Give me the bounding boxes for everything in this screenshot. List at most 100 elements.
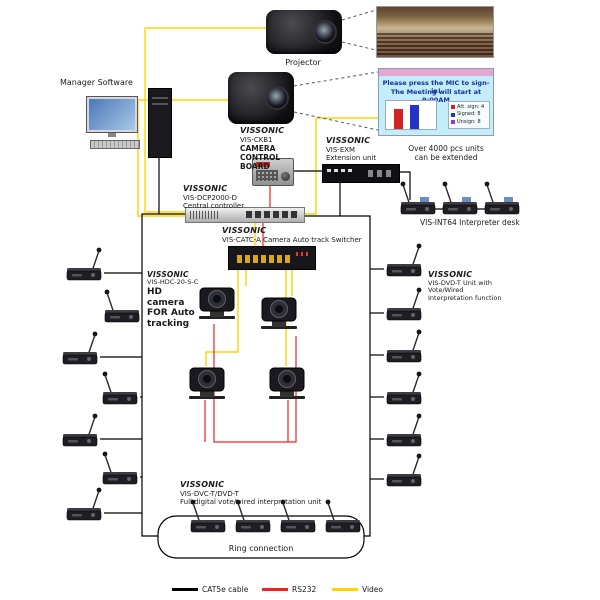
ckb1-model: VIS-CKB1 xyxy=(240,135,273,144)
conference-mic-unit xyxy=(100,450,140,486)
conference-mic-unit xyxy=(188,498,228,534)
ptz-camera xyxy=(196,286,238,324)
legend-label-cat5e: CAT5e cable xyxy=(202,585,249,594)
brand-logo: VISSONIC xyxy=(180,480,225,489)
exm-label: VISSONIC VIS-EXM Extension unit xyxy=(326,136,386,162)
catc-leds xyxy=(296,252,310,256)
cat5e-cable xyxy=(303,215,371,537)
chart-legend: Att. sign: 4 Signed: 8 Unsign: 8 xyxy=(448,100,490,129)
video-cable xyxy=(144,27,266,213)
dcp-vents xyxy=(190,211,220,219)
conference-mic-unit xyxy=(60,330,100,366)
ckb1-name1: CAMERA CONTROL xyxy=(240,143,281,162)
extension-unit xyxy=(322,164,400,183)
ckb1-name2: BOARD xyxy=(240,161,270,171)
conference-mic-unit xyxy=(384,412,424,448)
extend-note: Over 4000 pcs units can be extended xyxy=(402,144,490,162)
conference-mic-unit xyxy=(60,412,100,448)
legend-swatch xyxy=(451,112,455,117)
exm-faceplate-text xyxy=(327,169,355,172)
legend-label: Att. sign: 4 xyxy=(457,103,485,110)
projection-beam xyxy=(341,41,377,51)
dvdt-line1: VIS-DVD-T Unit with Vote/Wired xyxy=(428,278,493,295)
conference-mic-unit xyxy=(100,370,140,406)
keyboard xyxy=(90,140,140,149)
brand-logo: VISSONIC xyxy=(326,136,371,145)
catc-ports xyxy=(237,255,293,263)
ptz-camera xyxy=(266,366,308,404)
conference-mic-unit xyxy=(233,498,273,534)
projection-beam xyxy=(293,71,379,87)
legend-swatch xyxy=(451,120,455,125)
conference-mic-unit xyxy=(323,498,363,534)
screen-title-bar xyxy=(379,69,493,76)
sign-in-chart xyxy=(385,100,437,130)
chart-bar-signed xyxy=(410,105,419,129)
dvct-model: VIS-DVC-T/DVD-T xyxy=(180,489,239,498)
dvct-desc: Full digital vote/wired interpretation u… xyxy=(180,497,322,506)
hdc-line2: FOR Auto xyxy=(147,308,195,319)
pc-tower xyxy=(148,88,172,158)
conference-mic-unit xyxy=(384,286,424,322)
cat5e-cable xyxy=(398,171,411,200)
conference-mic-unit xyxy=(384,452,424,488)
exm-model: VIS-EXM xyxy=(326,145,356,154)
video-cable xyxy=(303,117,378,215)
dcp2000-desc: Central controller xyxy=(183,201,245,210)
brand-logo: VISSONIC xyxy=(183,184,228,193)
video-cable xyxy=(137,99,228,217)
extend-note-line2: can be extended xyxy=(414,153,478,162)
projector-label: Projector xyxy=(285,58,321,67)
brand-logo: VISSONIC xyxy=(147,270,189,279)
conference-mic-unit xyxy=(384,242,424,278)
conference-mic-unit xyxy=(384,370,424,406)
legend-label: Signed: 8 xyxy=(457,111,481,117)
projector-lens-icon xyxy=(265,86,289,110)
legend-line-video xyxy=(332,588,358,591)
brand-logo: VISSONIC xyxy=(240,126,285,135)
dcp-ports xyxy=(246,211,298,218)
central-controller xyxy=(185,207,305,223)
sign-in-screen: Please press the MIC to sign-in! The Mee… xyxy=(378,68,494,136)
manager-monitor xyxy=(86,96,138,133)
hdc-model: VIS-HDC-20-S-C xyxy=(147,278,199,286)
ring-connection-loop xyxy=(157,515,365,559)
camera-track-switcher xyxy=(228,246,316,270)
exm-desc: Extension unit xyxy=(326,153,377,162)
conference-mic-unit xyxy=(64,246,104,282)
ptz-camera xyxy=(186,366,228,404)
conference-mic-unit xyxy=(278,498,318,534)
conference-mic-unit xyxy=(102,288,142,324)
interpreter-desk-unit xyxy=(398,180,438,216)
dcp2000-model: VIS-DCP2000-D xyxy=(183,193,238,202)
dvct-label: VISSONIC VIS-DVC-T/DVD-T Full digital vo… xyxy=(180,480,330,506)
projector-lens-icon xyxy=(313,20,337,44)
ckb1-display xyxy=(256,162,270,167)
extend-note-line1: Over 4000 pcs units xyxy=(408,144,484,153)
conference-mic-unit xyxy=(64,486,104,522)
monitor-screen xyxy=(89,99,135,130)
camera-control-board xyxy=(252,158,294,186)
projection-beam xyxy=(341,9,377,21)
projector-1 xyxy=(266,10,342,54)
hall-seats xyxy=(377,33,493,57)
conference-mic-unit xyxy=(384,328,424,364)
ptz-camera xyxy=(258,296,300,334)
legend-line-rs232 xyxy=(262,588,288,591)
dvdt-line2: Interpretation function xyxy=(428,294,502,303)
interpreter-desk-unit xyxy=(482,180,522,216)
interpreter-desk-unit xyxy=(440,180,480,216)
dvdt-label: VISSONIC VIS-DVD-T Unit with Vote/Wired … xyxy=(428,270,528,303)
legend-label-video: Video xyxy=(362,585,384,594)
projector-2 xyxy=(228,72,294,124)
hdc-line3: tracking xyxy=(147,319,190,330)
monitor-stand xyxy=(108,133,116,137)
video-cable xyxy=(205,268,239,366)
ckb1-label: VISSONIC VIS-CKB1 CAMERA CONTROL BOARD xyxy=(240,126,312,171)
brand-logo: VISSONIC xyxy=(428,270,473,279)
legend-label: Unsign: 8 xyxy=(457,118,481,125)
int64-label: VIS-INT64 Interpreter desk xyxy=(420,218,520,227)
projection-beam xyxy=(293,111,379,131)
legend-line-cat5e xyxy=(172,588,198,591)
